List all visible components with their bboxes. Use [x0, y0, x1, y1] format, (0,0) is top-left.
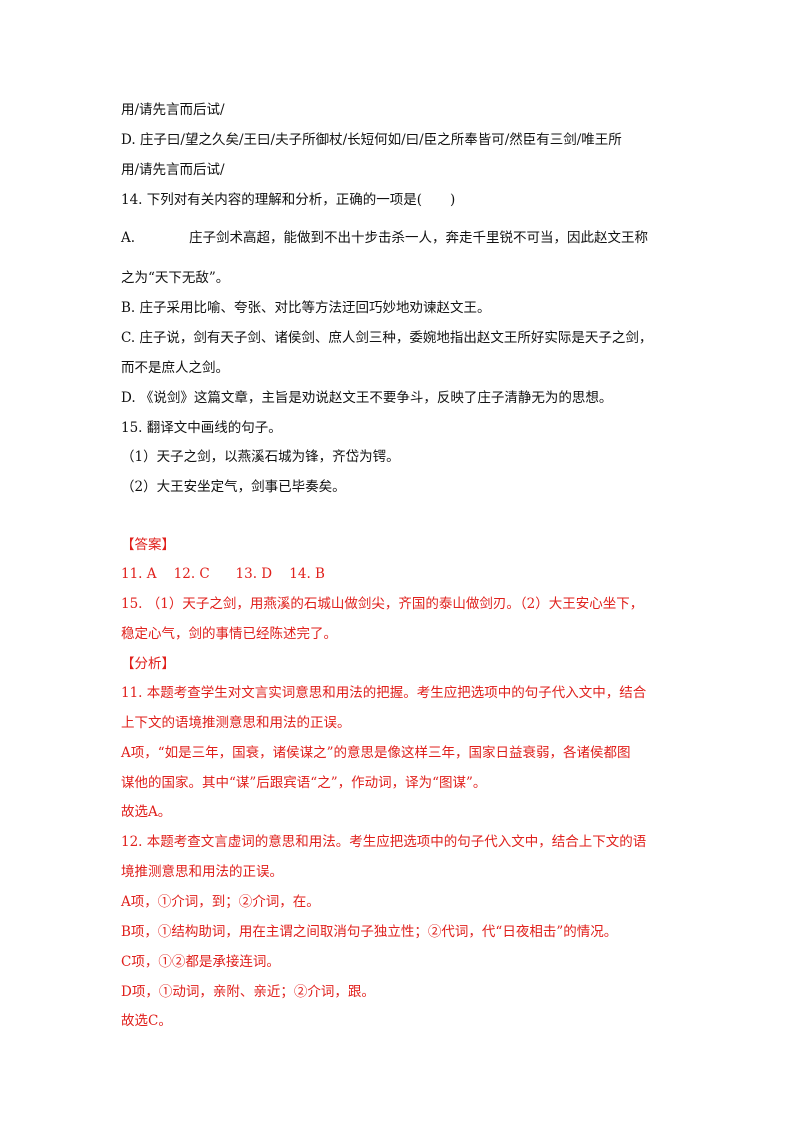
q14-option-c-line1: C. 庄子说，剑有天子剑、诸侯剑、庶人剑三种，委婉地指出赵文王所好实际是天子之剑…: [121, 330, 653, 346]
q14-option-a-line1: 庄子剑术高超，能做到不出十步击杀一人，奔走千里锐不可当，因此赵文王称: [189, 230, 648, 246]
answer-q15-line1: 15. （1）天子之剑，用燕溪的石城山做剑尖，齐国的泰山做剑刃。（2）大王安心坐…: [121, 596, 644, 612]
analysis-q11-line2: 上下文的语境推测意思和用法的正误。: [121, 715, 351, 731]
q14-option-a-label: A.: [121, 230, 136, 246]
analysis-q12-a: A项，①介词，到；②介词，在。: [121, 894, 320, 910]
analysis-q12-line2: 境推测意思和用法的正误。: [121, 864, 283, 880]
analysis-q11-a-line2: 谋他的国家。其中“谋”后跟宾语“之”，作动词，译为“图谋”。: [121, 775, 487, 791]
q14-stem: 14. 下列对有关内容的理解和分析，正确的一项是(): [121, 190, 455, 210]
analysis-q12-c: C项，①②都是承接连词。: [121, 954, 280, 970]
answer-heading: 【答案】: [121, 537, 175, 553]
answer-choices: 11. A 12. C 13. D 14. B: [121, 566, 325, 582]
analysis-q12-conclusion: 故选C。: [121, 1013, 172, 1029]
q14-option-a-line2: 之为“天下无敌”。: [121, 270, 230, 286]
q14-option-d: D. 《说剑》这篇文章，主旨是劝说赵文王不要争斗，反映了庄子清静无为的思想。: [121, 390, 613, 406]
analysis-q11-a-line1: A项，“如是三年，国衰，诸侯谋之”的意思是像这样三年，国家日益衰弱，各诸侯都图: [121, 745, 631, 761]
analysis-q11-line1: 11. 本题考查学生对文言实词意思和用法的把握。考生应把选项中的句子代入文中，结…: [121, 685, 647, 701]
q14-stem-suffix: ): [450, 192, 456, 208]
analysis-heading: 【分析】: [121, 656, 175, 672]
q15-item-1: （1）天子之剑，以燕溪石城为锋，齐岱为锷。: [121, 449, 400, 465]
q13-option-d-line1: D. 庄子曰/望之久矣/王曰/夫子所御杖/长短何如/曰/臣之所奉皆可/然臣有三剑…: [121, 132, 622, 148]
q15-item-2: （2）大王安坐定气，剑事已毕奏矣。: [121, 479, 346, 495]
q14-stem-prefix: 14. 下列对有关内容的理解和分析，正确的一项是(: [121, 192, 423, 208]
q13-option-d-line2: 用/请先言而后试/: [121, 162, 225, 178]
analysis-q12-line1: 12. 本题考查文言虚词的意思和用法。考生应把选项中的句子代入文中，结合上下文的…: [121, 834, 647, 850]
answer-q15-line2: 稳定心气，剑的事情已经陈述完了。: [121, 626, 337, 642]
analysis-q12-b: B项，①结构助词，用在主谓之间取消句子独立性；②代词，代“日夜相击”的情况。: [121, 924, 618, 940]
analysis-q11-conclusion: 故选A。: [121, 804, 172, 820]
analysis-q12-d: D项，①动词，亲附、亲近；②介词，跟。: [121, 984, 375, 1000]
q14-option-b: B. 庄子采用比喻、夸张、对比等方法迂回巧妙地劝谏赵文王。: [121, 300, 491, 316]
q15-stem: 15. 翻译文中画线的句子。: [121, 420, 282, 436]
q13-option-c-line2: 用/请先言而后试/: [121, 102, 225, 118]
q14-option-c-line2: 而不是庶人之剑。: [121, 360, 229, 376]
